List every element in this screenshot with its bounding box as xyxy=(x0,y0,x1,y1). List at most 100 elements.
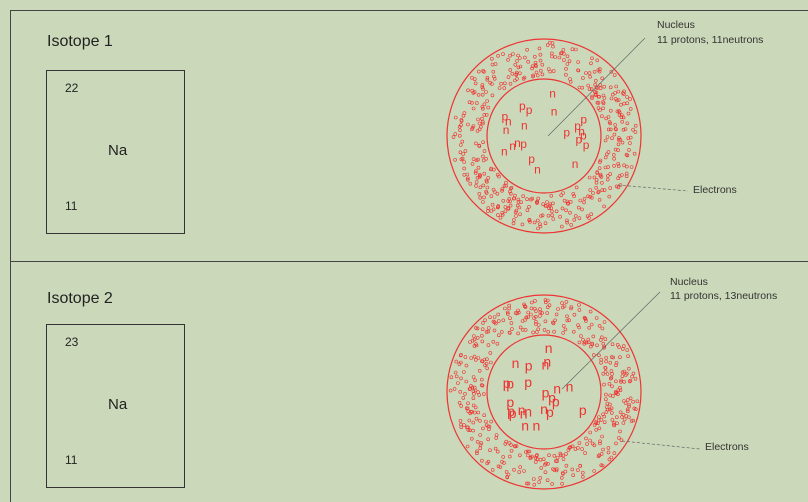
electron-dot xyxy=(460,404,463,407)
electron-dot xyxy=(497,334,500,337)
electron-dot xyxy=(474,379,477,382)
electron-dot xyxy=(500,330,503,333)
electron-dot xyxy=(481,427,484,430)
electron-dot xyxy=(617,436,620,439)
electron-dot xyxy=(615,416,618,419)
electron-dot xyxy=(530,307,533,310)
electron-dot xyxy=(553,330,556,333)
electron-dot xyxy=(462,371,465,374)
electron-dot xyxy=(518,471,521,474)
electron-dot xyxy=(477,411,480,414)
electron-dot xyxy=(560,476,563,479)
electron-dot xyxy=(472,429,475,432)
electron-dot xyxy=(622,400,625,403)
electron-dot xyxy=(565,452,568,455)
electron-dot xyxy=(562,331,565,334)
electron-dot xyxy=(519,466,522,469)
electron-dot xyxy=(623,380,626,383)
electron-dot xyxy=(492,340,495,343)
electron-dot xyxy=(481,328,484,331)
electron-dot xyxy=(466,445,469,448)
electron-dot xyxy=(496,450,499,453)
electron-dot xyxy=(548,304,551,307)
electron-dot xyxy=(517,309,520,312)
electron-dot xyxy=(605,360,608,363)
electron-dot xyxy=(607,446,610,449)
electron-dot xyxy=(629,379,632,382)
electron-dot xyxy=(517,332,520,335)
electron-dot xyxy=(460,377,463,380)
electron-dot xyxy=(526,454,529,457)
electron-dot xyxy=(603,421,606,424)
electron-dot xyxy=(564,328,567,331)
electron-dot xyxy=(518,454,521,457)
electron-dot xyxy=(609,361,612,364)
electron-dot xyxy=(495,434,498,437)
electron-dot xyxy=(618,346,621,349)
electron-dot xyxy=(605,406,608,409)
electron-dot xyxy=(544,320,547,323)
electron-dot xyxy=(539,476,542,479)
electron-dot xyxy=(598,324,601,327)
electron-dot xyxy=(499,466,502,469)
electron-dot xyxy=(624,402,627,405)
electron-dot xyxy=(600,452,603,455)
electron-dot xyxy=(454,371,457,374)
electron-dot xyxy=(532,331,535,334)
electron-dot xyxy=(566,319,569,322)
electron-dot xyxy=(481,321,484,324)
electron-dot xyxy=(622,422,625,425)
electron-dot xyxy=(588,326,591,329)
electron-dot xyxy=(600,361,603,364)
electron-dot xyxy=(571,468,574,471)
electron-dot xyxy=(463,424,466,427)
electron-dot xyxy=(474,389,477,392)
electron-dot xyxy=(544,301,547,304)
electron-dot xyxy=(551,482,554,485)
electron-dot xyxy=(489,449,492,452)
electron-dot xyxy=(556,456,559,459)
electron-dot xyxy=(562,324,565,327)
electron-dot xyxy=(604,398,607,401)
electron-dot xyxy=(455,360,458,363)
electron-dot xyxy=(572,330,575,333)
electron-dot xyxy=(627,367,630,370)
electron-dot xyxy=(534,299,537,302)
electron-dot xyxy=(523,470,526,473)
electron-dot xyxy=(462,396,465,399)
electron-dot xyxy=(561,302,564,305)
electron-dot xyxy=(476,440,479,443)
electron-dot xyxy=(480,378,483,381)
electron-dot xyxy=(497,320,500,323)
electron-dot xyxy=(481,340,484,343)
electron-dot xyxy=(489,316,492,319)
electron-dot xyxy=(484,420,487,423)
electron-dot xyxy=(557,308,560,311)
electron-dot xyxy=(589,310,592,313)
electron-dot xyxy=(578,442,581,445)
electron-dot xyxy=(561,482,564,485)
electron-dot xyxy=(449,389,452,392)
electron-dot xyxy=(596,344,599,347)
electron-dot xyxy=(598,427,601,430)
electron-dot xyxy=(602,448,605,451)
electron-dot xyxy=(546,306,549,309)
electron-dot xyxy=(519,326,522,329)
electron-dot xyxy=(589,431,592,434)
electron-dot xyxy=(632,400,635,403)
electron-dot xyxy=(572,474,575,477)
electron-dot xyxy=(534,320,537,323)
electron-dot xyxy=(578,304,581,307)
electron-dot xyxy=(598,442,601,445)
electron-dot xyxy=(629,397,632,400)
electron-dot xyxy=(470,437,473,440)
electron-dot xyxy=(548,454,551,457)
electron-dot xyxy=(487,438,490,441)
electron-dot xyxy=(608,458,611,461)
electron-dot xyxy=(487,327,490,330)
electron-dot xyxy=(566,315,569,318)
electron-dot xyxy=(621,375,624,378)
electron-dot xyxy=(472,421,475,424)
electron-dot xyxy=(605,356,608,359)
nucleon-letter: n xyxy=(524,403,532,419)
